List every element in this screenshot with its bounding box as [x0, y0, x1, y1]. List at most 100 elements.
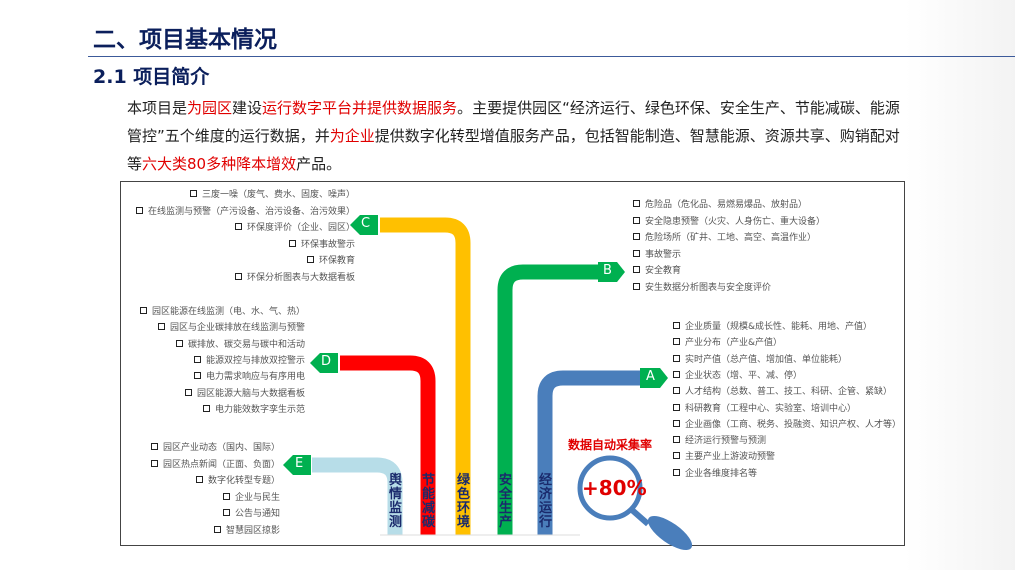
- list-item-text: 企业状态（增、平、减、停）: [685, 370, 803, 381]
- list-item: 环保分析图表与大数据看板: [234, 270, 355, 283]
- badge-b: B: [603, 263, 612, 278]
- list-item-text: 数字化转型专题）: [207, 476, 280, 486]
- checkbox-bullet-icon: [139, 307, 147, 314]
- checkbox-bullet-icon: [195, 476, 203, 483]
- list-item-text: 碳排放、碳交易与碳中和活动: [187, 339, 305, 350]
- list-item-text: 企业画像（工商、税务、投融资、知识产权、人才等）: [685, 419, 902, 430]
- list-item-text: 在线监测与预警（产污设备、治污设备、治污效果）: [147, 206, 355, 217]
- paragraph-segment: 产品。: [296, 155, 342, 173]
- diagram-frame: [120, 181, 905, 546]
- paragraph-segment: 六大类80多种降本增效: [142, 155, 297, 173]
- paragraph-segment: 提供数字化转型增值服务产品，包括智能制造、智慧能源、资源共享、购销配对等: [127, 127, 900, 173]
- checkbox-bullet-icon: [673, 338, 680, 346]
- paragraph-segment: 建设: [232, 99, 263, 117]
- checkbox-bullet-icon: [306, 256, 314, 263]
- list-item: 实时产值（总产值、增加值、单位能耗）: [673, 352, 847, 365]
- background-shade: [905, 0, 1015, 570]
- list-item: 经济运行预警与预测: [673, 433, 766, 446]
- badge-c: C: [361, 216, 371, 231]
- list-item-text: 主要产业上游波动预警: [685, 452, 776, 463]
- list-item: 人才结构（总数、普工、技工、科研、企管、紧缺）: [673, 384, 892, 397]
- list-item-text: 园区与企业碳排放在线监测与预警: [169, 323, 305, 334]
- list-item: 园区产业动态（国内、国际）: [150, 440, 280, 453]
- list-item-text: 经济运行预警与预测: [685, 436, 767, 447]
- checkbox-bullet-icon: [633, 282, 640, 290]
- list-item-text: 智慧园区掠影: [225, 525, 280, 536]
- list-item-text: 产业分布（产业&产值）: [685, 338, 783, 349]
- list-item-text: 安生数据分析图表与安全度评价: [645, 282, 772, 293]
- list-item: 安全隐患预警（火灾、人身伤亡、重大设备）: [633, 214, 825, 227]
- badge-c-shape: [350, 215, 378, 235]
- checkbox-bullet-icon: [175, 339, 183, 347]
- list-item: 危险场所（矿井、工地、高空、高温作业）: [633, 230, 816, 243]
- subsection-heading: 2.1 项目简介: [93, 66, 210, 88]
- list-item-text: 实时产值（总产值、增加值、单位能耗）: [685, 354, 848, 365]
- section-heading: 二、项目基本情况: [93, 27, 277, 53]
- badge-e-shape: [283, 455, 311, 475]
- list-item: 环保度评价（企业、园区）: [234, 220, 355, 233]
- list-item-text: 企业质量（规模&成长性、能耗、用地、产值）: [685, 322, 873, 332]
- checkbox-bullet-icon: [150, 443, 158, 450]
- list-item: 电力能效数字孪生示范: [202, 402, 305, 415]
- list-item: 企业状态（增、平、减、停）: [673, 368, 802, 381]
- list-item: 环保教育: [306, 253, 355, 266]
- checkbox-bullet-icon: [673, 419, 680, 427]
- pipe-e: [312, 457, 403, 535]
- list-item: 企业画像（工商、税务、投融资、知识产权、人才等）: [673, 417, 901, 430]
- pipe-d: [340, 355, 436, 535]
- list-item-text: 环保教育: [318, 256, 355, 266]
- checkbox-bullet-icon: [633, 200, 640, 207]
- list-item-text: 园区热点新闻（正面、负面）: [162, 459, 280, 470]
- checkbox-bullet-icon: [213, 525, 221, 533]
- list-item-text: 园区能源大脑与大数据看板: [196, 388, 305, 399]
- badge-b-shape: [598, 262, 625, 282]
- checkbox-bullet-icon: [633, 233, 640, 240]
- checkbox-bullet-icon: [673, 468, 680, 476]
- checkbox-bullet-icon: [633, 249, 640, 257]
- list-item-text: 科研教育（工程中心、实验室、培训中心）: [685, 403, 857, 414]
- badge-d-shape: [310, 353, 338, 373]
- checkbox-bullet-icon: [633, 216, 640, 224]
- list-item-text: 电力需求响应与有序用电: [205, 372, 305, 383]
- list-item: 主要产业上游波动预警: [673, 449, 775, 462]
- list-item: 环保事故警示: [288, 237, 355, 250]
- vlabel-c: 绿色环境: [456, 473, 470, 530]
- list-item: 园区能源大脑与大数据看板: [184, 386, 305, 399]
- list-item: 能源双控与排放双控警示: [193, 353, 305, 366]
- list-item: 公告与通知: [222, 506, 280, 519]
- pipe-c: [380, 217, 471, 535]
- list-item-text: 企业与民生: [234, 492, 280, 503]
- list-item-text: 环保分析图表与大数据看板: [246, 272, 355, 283]
- list-item-text: 企业各维度排名等: [685, 468, 758, 479]
- intro-paragraph: 本项目是为园区建设运行数字平台并提供数据服务。主要提供园区“经济运行、绿色环保、…: [127, 94, 907, 178]
- paragraph-segment: 为企业: [329, 127, 375, 145]
- list-item-text: 安全隐患预警（火灾、人身伤亡、重大设备）: [645, 216, 826, 227]
- checkbox-bullet-icon: [193, 355, 201, 363]
- list-item-text: 园区能源在线监测（电、水、气、热）: [151, 307, 305, 317]
- list-item-text: 能源双控与排放双控警示: [205, 355, 305, 366]
- badge-d: D: [321, 354, 332, 369]
- list-item: 碳排放、碳交易与碳中和活动: [175, 337, 305, 350]
- checkbox-bullet-icon: [673, 354, 680, 362]
- list-item: 园区能源在线监测（电、水、气、热）: [139, 304, 305, 317]
- list-item: 企业与民生: [222, 490, 280, 503]
- vlabel-e: 舆情监测: [388, 473, 402, 530]
- paragraph-segment: 运行数字平台并提供数据服务: [262, 99, 458, 117]
- list-item-text: 安全教育: [645, 266, 682, 276]
- collection-rate-value: +80%: [582, 476, 647, 500]
- checkbox-bullet-icon: [189, 190, 197, 197]
- list-item: 企业质量（规模&成长性、能耗、用地、产值）: [673, 319, 872, 332]
- checkbox-bullet-icon: [633, 266, 640, 273]
- list-item: 三废一噪（废气、费水、固废、噪声）: [189, 187, 355, 200]
- list-item-text: 环保事故警示: [300, 239, 355, 250]
- checkbox-bullet-icon: [150, 459, 158, 467]
- list-item: 企业各维度排名等: [673, 466, 757, 479]
- paragraph-segment: 为园区: [187, 99, 233, 117]
- list-item: 安生数据分析图表与安全度评价: [633, 280, 771, 293]
- checkbox-bullet-icon: [234, 223, 242, 230]
- list-item: 电力需求响应与有序用电: [193, 369, 305, 383]
- pipe-a: [537, 370, 640, 535]
- checkbox-bullet-icon: [184, 388, 192, 396]
- checkbox-bullet-icon: [673, 322, 680, 329]
